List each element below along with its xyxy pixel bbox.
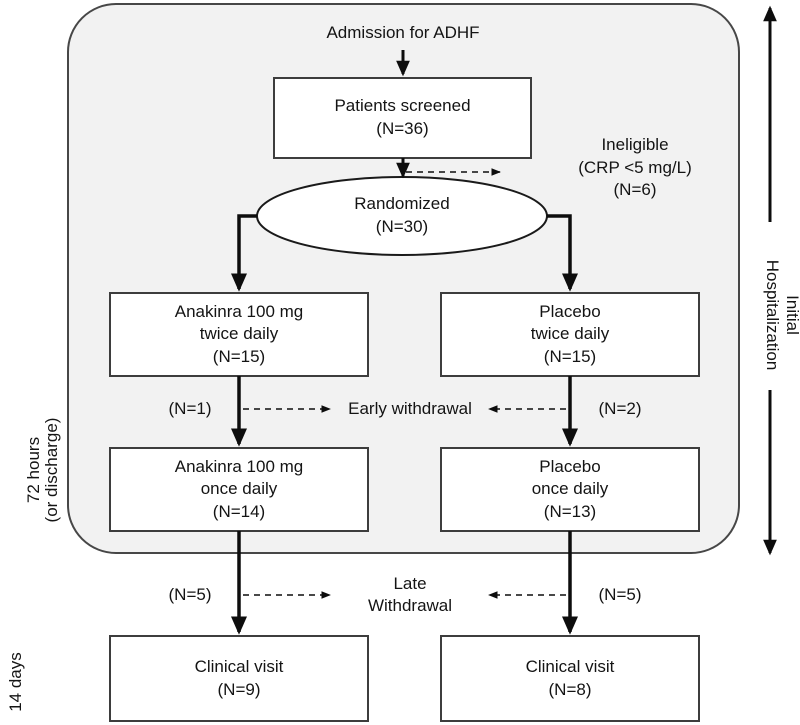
ineligible-line1: Ineligible: [601, 135, 669, 155]
timeline-label-72-hours: 72 hours: [24, 436, 43, 504]
node-placebo-twice-daily-box: [440, 292, 700, 377]
anakinra-once-line1: Anakinra 100 mg: [174, 456, 304, 476]
late-withdrawal-line2: Withdrawal: [367, 596, 453, 615]
node-anakinra-twice-daily: Anakinra 100 mg twice daily (N=15): [110, 293, 368, 376]
clinical-visit-left-line1: Clinical visit: [194, 656, 284, 676]
clinical-visit-right-count: (N=8): [548, 679, 592, 699]
node-clinical-visit-left: Clinical visit (N=9): [110, 636, 368, 721]
node-randomized: Randomized (N=30): [257, 177, 547, 255]
node-anakinra-twice-daily-box: [109, 292, 369, 377]
anakinra-twice-line1: Anakinra 100 mg: [174, 301, 304, 321]
node-clinical-visit-right: Clinical visit (N=8): [441, 636, 699, 721]
clinical-visit-left-count: (N=9): [217, 679, 261, 699]
node-placebo-twice-daily: Placebo twice daily (N=15): [441, 293, 699, 376]
anakinra-twice-count: (N=15): [212, 346, 266, 366]
placebo-twice-line2: twice daily: [530, 324, 610, 344]
randomized-count: (N=30): [375, 217, 429, 236]
node-clinical-visit-left-box: [109, 635, 369, 722]
node-patients-screened-box: [273, 77, 532, 159]
node-patients-screened: Patients screened (N=36): [274, 78, 531, 158]
ineligible-count: (N=6): [613, 180, 657, 200]
timeline-label-hospitalization: Hospitalization: [763, 259, 782, 371]
placebo-once-line2: once daily: [531, 479, 609, 499]
late-withdrawal-line1: Late: [393, 573, 427, 593]
clinical-visit-right-line1: Clinical visit: [525, 656, 615, 676]
timeline-label-or-discharge: (or discharge): [42, 417, 61, 523]
placebo-once-line1: Placebo: [539, 456, 601, 476]
patients-screened-line1: Patients screened: [334, 96, 471, 116]
placebo-twice-line1: Placebo: [539, 301, 601, 321]
timeline-label-14-days: 14 days: [6, 652, 25, 712]
anakinra-twice-line2: twice daily: [199, 324, 279, 344]
randomized-line1: Randomized: [354, 194, 450, 214]
node-clinical-visit-right-box: [440, 635, 700, 722]
arrow-randomized-to-placebo: [547, 214, 579, 292]
annotation-ineligible: Ineligible (CRP <5 mg/L) (N=6): [540, 127, 730, 209]
anakinra-once-line2: once daily: [200, 479, 278, 499]
node-anakinra-once-daily: Anakinra 100 mg once daily (N=14): [110, 448, 368, 531]
arrow-randomized-to-anakinra: [230, 214, 257, 292]
timeline-label-initial: Initial: [783, 295, 800, 335]
placebo-twice-count: (N=15): [543, 346, 597, 366]
patients-screened-count: (N=36): [376, 119, 429, 138]
ineligible-criterion: (CRP <5 mg/L): [578, 157, 692, 177]
node-anakinra-once-daily-box: [109, 447, 369, 532]
late-withdrawal-label: Late Withdrawal: [340, 568, 480, 622]
anakinra-once-count: (N=14): [212, 501, 266, 521]
placebo-once-count: (N=13): [543, 501, 597, 521]
node-placebo-once-daily-box: [440, 447, 700, 532]
node-placebo-once-daily: Placebo once daily (N=13): [441, 448, 699, 531]
